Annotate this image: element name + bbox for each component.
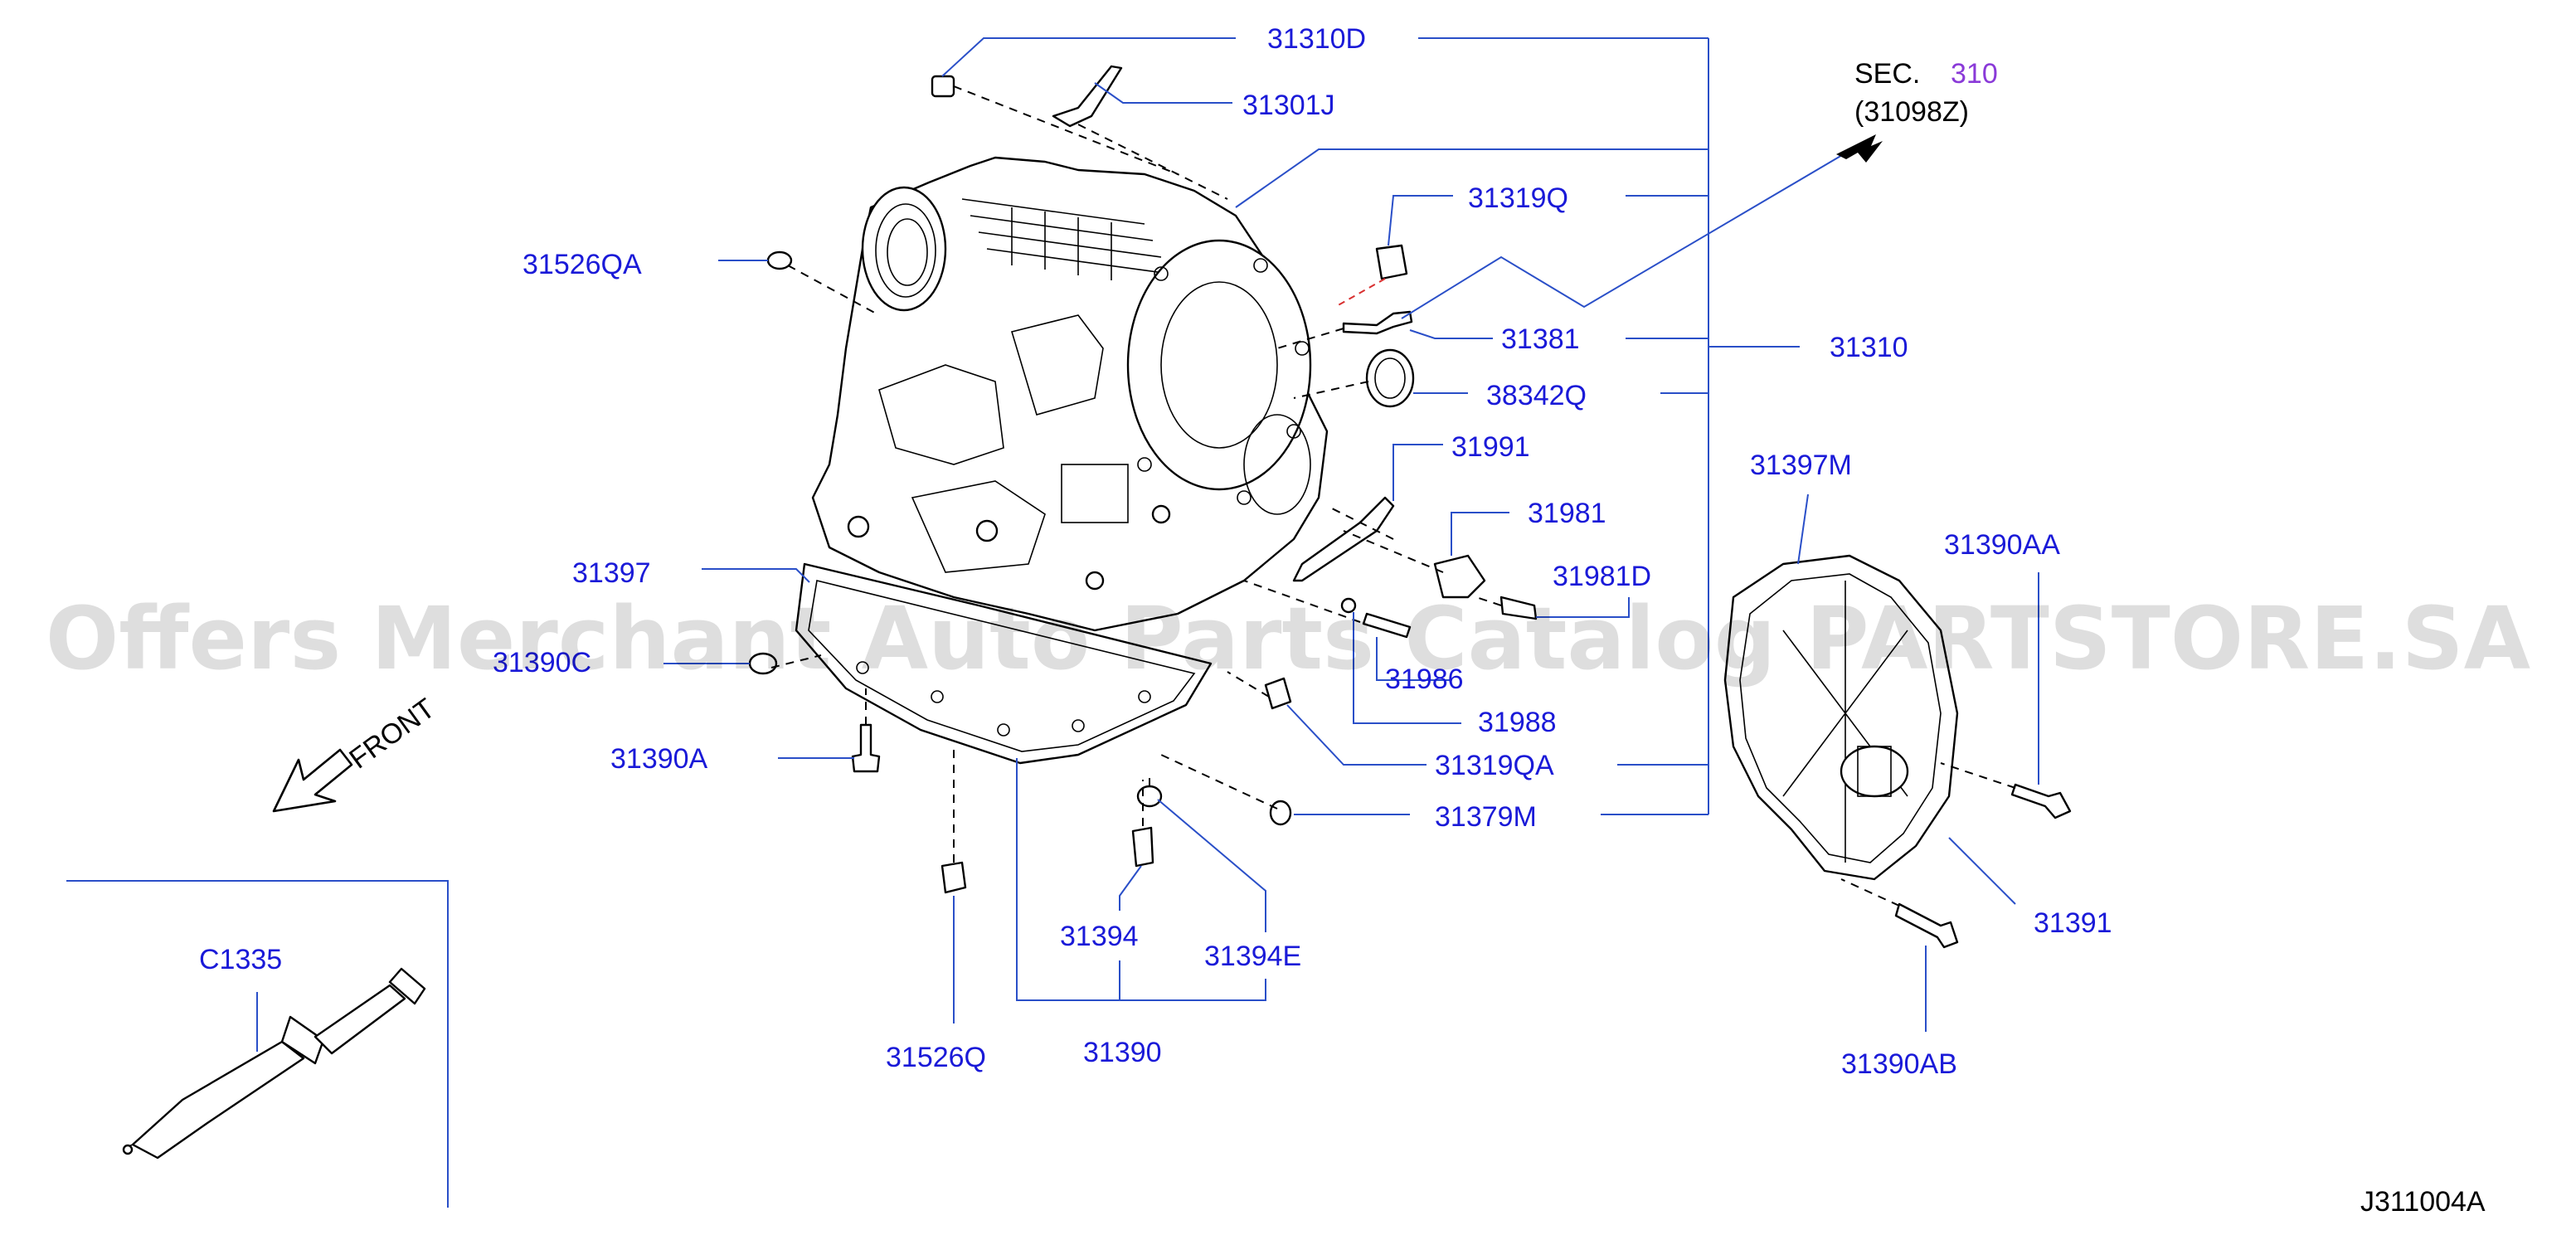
label-31526QA[interactable]: 31526QA	[522, 249, 642, 280]
label-31526Q[interactable]: 31526Q	[886, 1042, 986, 1073]
magnet-31379M-shape	[1269, 800, 1292, 826]
side-cover	[1723, 554, 1959, 881]
bracket-31991-shape	[1292, 496, 1395, 582]
label-31310[interactable]: 31310	[1830, 332, 1908, 363]
sec-arrow-icon	[1836, 134, 1883, 163]
sensor-31981D-shape	[1499, 596, 1538, 620]
sec-prefix: SEC.	[1854, 58, 1920, 90]
plug-31319Q-shape	[1375, 244, 1408, 280]
front-arrow-icon	[272, 748, 353, 813]
label-31301J[interactable]: 31301J	[1242, 90, 1335, 121]
label-31391[interactable]: 31391	[2034, 907, 2112, 939]
sec-number-link[interactable]: 310	[1951, 58, 1998, 90]
label-31379M[interactable]: 31379M	[1435, 801, 1537, 833]
drain-plug-31526Q-shape	[940, 861, 967, 894]
diagram-code: J311004A	[2360, 1186, 2486, 1218]
front-label: FRONT	[343, 693, 440, 776]
clip-31988-shape	[1340, 597, 1357, 614]
label-31390AA[interactable]: 31390AA	[1944, 529, 2060, 561]
plug-31319QA-shape	[1264, 677, 1292, 710]
sealant-tube-icon	[122, 967, 426, 1160]
label-31394E[interactable]: 31394E	[1204, 941, 1301, 972]
label-31319Q[interactable]: 31319Q	[1468, 182, 1568, 214]
label-C1335[interactable]: C1335	[199, 944, 282, 975]
tube-31301J-shape	[1052, 65, 1123, 128]
inset-frame	[66, 880, 449, 1208]
seal-38342Q-shape	[1365, 348, 1415, 408]
label-31390C[interactable]: 31390C	[493, 647, 591, 678]
watermark: Offers Merchant Auto Parts Catalog PARTS…	[46, 588, 2530, 689]
bolt-31390AB-shape	[1894, 902, 1959, 949]
label-31390[interactable]: 31390	[1083, 1037, 1162, 1068]
label-31991[interactable]: 31991	[1451, 431, 1530, 463]
sensor-31981-shape	[1433, 554, 1486, 599]
plug-31394-shape	[1131, 826, 1154, 868]
label-31390AB[interactable]: 31390AB	[1841, 1048, 1957, 1080]
washer-31394E-shape	[1136, 785, 1163, 808]
label-31394[interactable]: 31394	[1060, 921, 1139, 952]
label-31981D[interactable]: 31981D	[1553, 561, 1651, 592]
label-31988[interactable]: 31988	[1478, 707, 1557, 738]
label-31310D[interactable]: 31310D	[1267, 23, 1366, 55]
bolt-31390AA-shape	[2010, 783, 2072, 819]
label-38342Q[interactable]: 38342Q	[1486, 380, 1587, 411]
pin-31986-shape	[1362, 612, 1412, 639]
sec-sub: (31098Z)	[1854, 96, 1969, 128]
label-31981[interactable]: 31981	[1528, 498, 1606, 529]
hose-31381-shape	[1342, 310, 1413, 335]
label-31319QA[interactable]: 31319QA	[1435, 750, 1554, 781]
plug-31310D-shape	[931, 75, 955, 98]
label-31397[interactable]: 31397	[572, 557, 651, 589]
bolt-31390A-shape	[851, 723, 881, 773]
label-31390A[interactable]: 31390A	[610, 743, 708, 775]
oil-pan	[795, 562, 1213, 765]
label-31986[interactable]: 31986	[1385, 664, 1464, 695]
transmission-case	[811, 156, 1329, 632]
label-31397M[interactable]: 31397M	[1750, 450, 1852, 481]
label-31381[interactable]: 31381	[1501, 323, 1580, 355]
leader-lines	[663, 37, 2039, 1032]
